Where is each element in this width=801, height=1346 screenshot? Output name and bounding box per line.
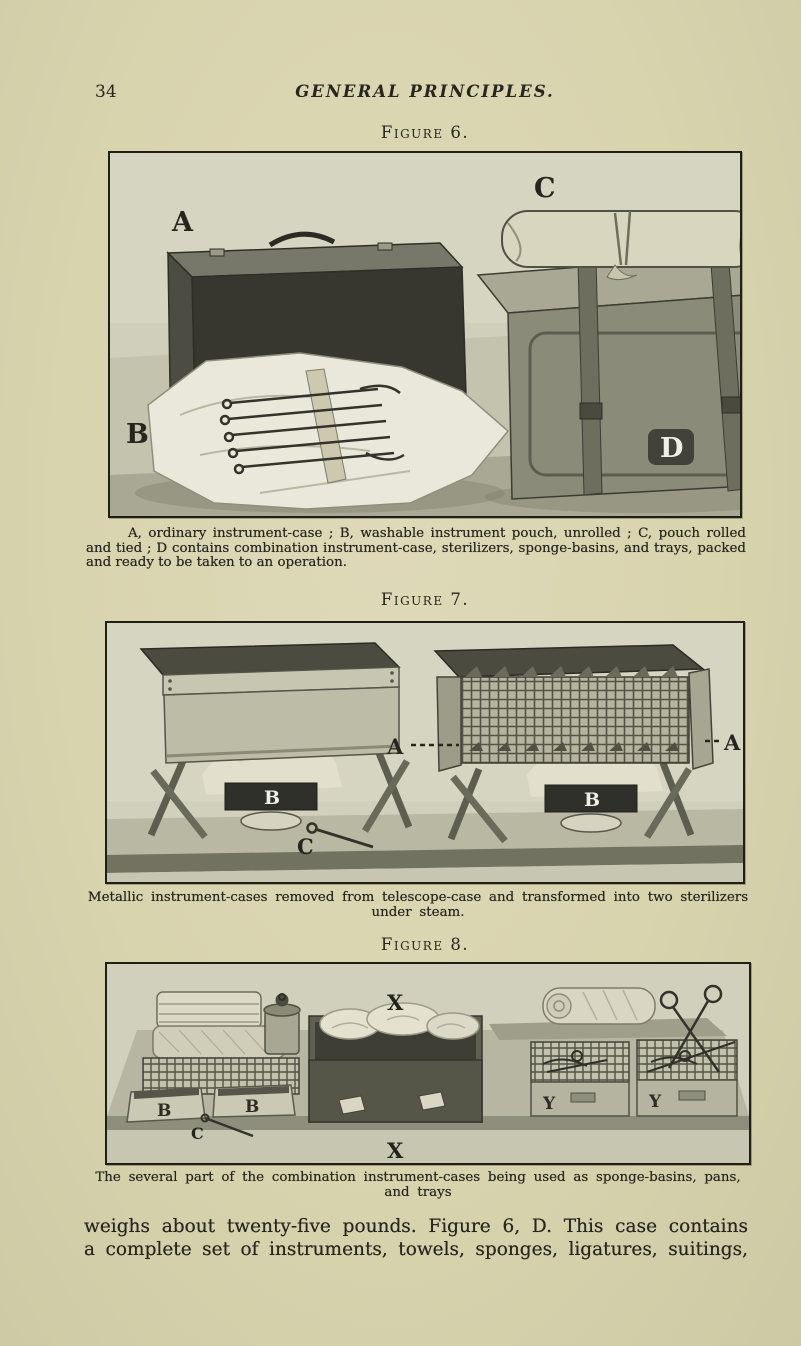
surgical-instruments [219, 384, 405, 475]
body-line-2: a complete set of instruments, towels, s… [84, 1239, 748, 1261]
body-paragraph: weighs about twenty-five pounds. Figure … [84, 1215, 748, 1262]
rolled-towel [489, 987, 727, 1040]
figure6-label-d: D [660, 433, 683, 464]
running-head: GENERAL PRINCIPLES. [295, 82, 555, 101]
sterilizer-jar [263, 993, 301, 1055]
figure8-image: B B C X [105, 962, 751, 1165]
figure6-label-c: C [534, 173, 556, 204]
figure7-title: Figure 7. [380, 590, 470, 609]
body-line-1: weighs about twenty-five pounds. Figure … [84, 1216, 748, 1237]
figure8-label-x-top: X [387, 990, 404, 1015]
figure6-label-b: B [126, 419, 149, 450]
figure8-label-x-bottom: X [387, 1138, 404, 1163]
scissors [659, 984, 723, 1073]
figure7-label-a-right: A [723, 730, 741, 755]
figure6-image: A B C D [108, 151, 742, 518]
figure8-label-c: C [191, 1124, 204, 1143]
figure7-label-a-left: A [386, 734, 404, 759]
packed-case-d [476, 248, 740, 500]
figure6-illustration: A B C D [110, 153, 740, 516]
tool-c: C [191, 1113, 254, 1143]
figure8-label-y2: Y [648, 1092, 662, 1112]
figure8-caption: The several part of the combination inst… [95, 1170, 741, 1200]
lamp-tool-c: C [297, 822, 374, 859]
towel-stack [152, 991, 286, 1059]
figure7-illustration: B C B [107, 623, 743, 882]
tray-y1: Y [530, 1041, 630, 1117]
figure6-label-a: A [171, 207, 194, 238]
tray-b2: B [212, 1084, 296, 1118]
tray-y2: Y [636, 1039, 738, 1117]
figure7-label-c: C [297, 834, 314, 859]
tray-b1: B [126, 1087, 206, 1123]
page-number: 34 [95, 82, 117, 102]
figure6-caption: A, ordinary instrument-case ; B, washabl… [86, 526, 746, 571]
sterilizer-left: B [139, 642, 413, 840]
case-x: X X [308, 990, 483, 1163]
figure8-label-b2: B [245, 1097, 259, 1117]
figure7-label-b-left: B [264, 787, 280, 809]
figure8-title: Figure 8. [380, 935, 470, 954]
figure7-label-b-right: B [584, 789, 600, 811]
figure7-caption: Metallic instrument-cases removed from t… [87, 890, 749, 920]
rolled-pouch-c [501, 210, 740, 281]
unrolled-pouch-b [147, 352, 510, 510]
figure8-label-b1: B [157, 1101, 171, 1121]
figure7-image: B C B [105, 621, 745, 884]
sterilizer-right: B A A [386, 644, 741, 844]
figure8-label-y1: Y [542, 1094, 556, 1114]
figure8-illustration: B B C X [107, 964, 749, 1163]
figure6-title: Figure 6. [380, 123, 470, 142]
